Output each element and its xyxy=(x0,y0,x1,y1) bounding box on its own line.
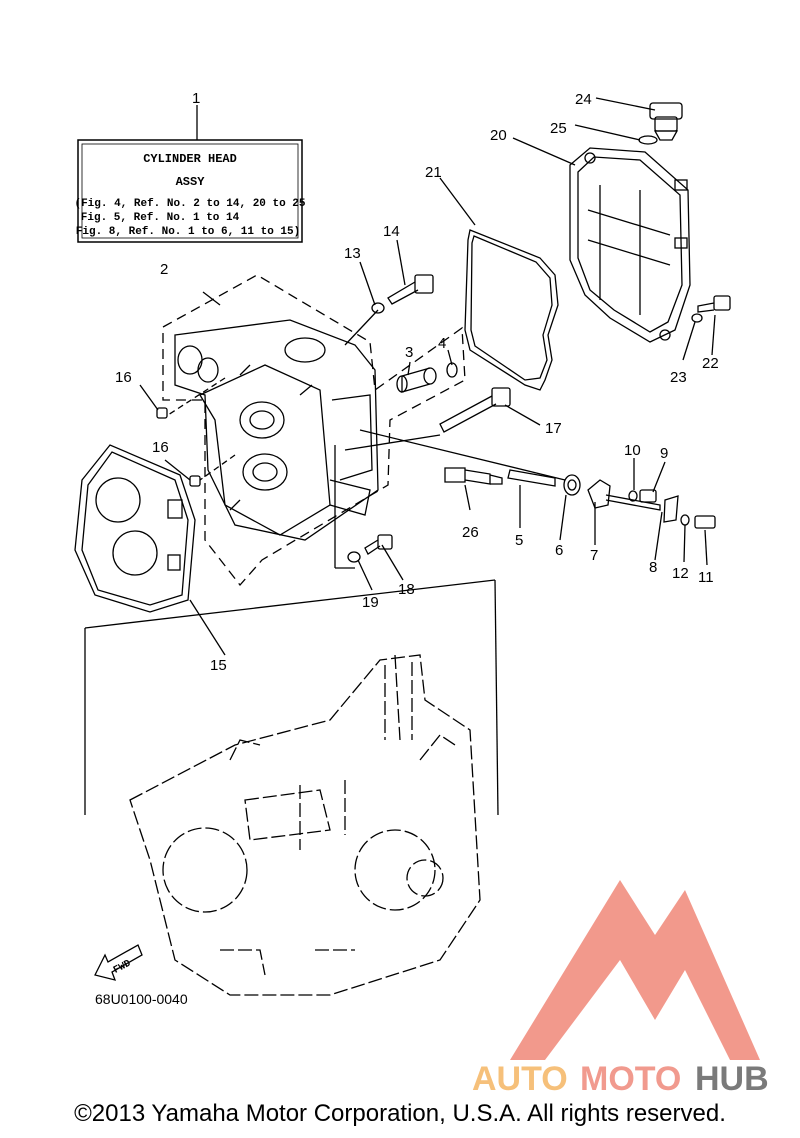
cylinder-head-cover xyxy=(569,147,691,343)
dowel-pin-lower xyxy=(189,475,201,487)
callout-25: 25 xyxy=(550,120,567,137)
box-ref-line-2: Fig. 5, Ref. No. 1 to 14 xyxy=(81,212,240,224)
callout-19: 19 xyxy=(362,594,379,611)
callout-5: 5 xyxy=(515,532,523,549)
callout-26: 26 xyxy=(462,524,479,541)
o-ring xyxy=(638,135,658,145)
callout-12: 12 xyxy=(672,565,689,582)
cover-gasket xyxy=(464,229,559,391)
callout-7: 7 xyxy=(590,547,598,564)
callout-6: 6 xyxy=(555,542,563,559)
bolt-18 xyxy=(364,534,393,555)
head-assy-dashed-outline xyxy=(162,274,466,587)
callout-22: 22 xyxy=(702,355,719,372)
watermark-auto: AUTO xyxy=(472,1060,568,1098)
bolt-9 xyxy=(639,489,657,503)
part-4-ring xyxy=(446,362,458,378)
callout-2: 2 xyxy=(160,261,168,278)
oil-filler-cap xyxy=(649,102,683,141)
callout-20: 20 xyxy=(490,127,507,144)
part-7 xyxy=(587,479,661,511)
washer-12 xyxy=(680,514,690,526)
callout-16-lower: 16 xyxy=(152,439,169,456)
diagram-code: 68U0100-0040 xyxy=(95,991,188,1007)
callout-16-upper: 16 xyxy=(115,369,132,386)
part-8 xyxy=(663,495,679,523)
box-subtitle: ASSY xyxy=(176,175,206,189)
callout-9: 9 xyxy=(660,445,668,462)
cylinder-head xyxy=(174,319,379,541)
callout-24: 24 xyxy=(575,91,592,108)
callout-labels: 1 2 3 4 5 6 7 8 9 10 11 12 13 14 15 16 1… xyxy=(115,90,719,674)
bolt-22 xyxy=(697,295,731,313)
callout-23: 23 xyxy=(670,369,687,386)
part-3 xyxy=(396,367,437,393)
watermark-moto: MOTO xyxy=(580,1060,681,1098)
callout-15: 15 xyxy=(210,657,227,674)
callout-4: 4 xyxy=(438,335,446,352)
watermark-text: AUTO MOTO HUB xyxy=(472,1060,769,1098)
dowel-pin-upper xyxy=(156,407,168,419)
part-5-rod xyxy=(507,469,556,487)
callout-17: 17 xyxy=(545,420,562,437)
callout-8: 8 xyxy=(649,559,657,576)
bolt-11 xyxy=(694,515,716,529)
bolt-14 xyxy=(387,274,434,305)
callout-14: 14 xyxy=(383,223,400,240)
fwd-arrow xyxy=(94,944,143,981)
callout-11: 11 xyxy=(698,569,714,586)
callout-18: 18 xyxy=(398,581,415,598)
callout-10: 10 xyxy=(624,442,641,459)
washer-10 xyxy=(628,490,638,502)
box-ref-line-3: Fig. 8, Ref. No. 1 to 6, 11 to 15) xyxy=(76,226,300,238)
watermark-logo xyxy=(510,880,760,1060)
crankcase-reference xyxy=(129,654,481,996)
callout-21: 21 xyxy=(425,164,442,181)
callout-1: 1 xyxy=(192,90,200,107)
box-ref-line-1: (Fig. 4, Ref. No. 2 to 14, 20 to 25 xyxy=(74,198,305,210)
spark-plug xyxy=(444,467,503,485)
washer-13 xyxy=(371,302,385,314)
washer-19 xyxy=(347,551,361,563)
assembly-info-box xyxy=(77,139,303,243)
copyright-notice: ©2013 Yamaha Motor Corporation, U.S.A. A… xyxy=(74,1100,726,1127)
part-6 xyxy=(563,474,581,496)
callout-13: 13 xyxy=(344,245,361,262)
bolt-17 xyxy=(439,387,511,433)
callout-3: 3 xyxy=(405,344,413,361)
washer-23 xyxy=(691,313,703,323)
watermark-hub: HUB xyxy=(695,1060,769,1098)
head-gasket xyxy=(74,444,196,613)
box-title: CYLINDER HEAD xyxy=(143,152,237,166)
